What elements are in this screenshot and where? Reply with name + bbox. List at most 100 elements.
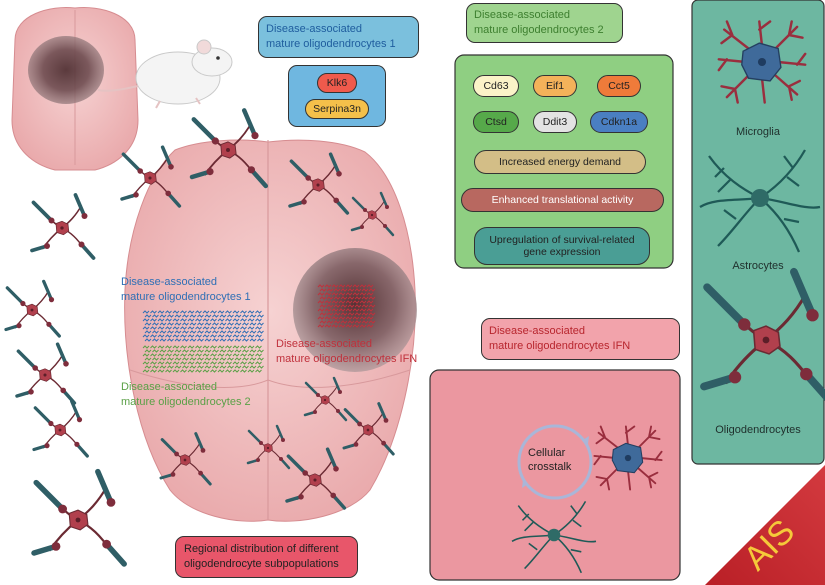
dom1-mark — [212, 338, 219, 342]
regional-distribution-box: Regional distribution of different oligo… — [175, 536, 358, 578]
dom2-mark — [210, 361, 217, 365]
ifn-mark — [340, 304, 348, 308]
dom2-mark — [152, 357, 159, 361]
dom2-mark — [204, 349, 212, 353]
dom2-mark — [249, 365, 257, 369]
dom2-mark — [189, 349, 197, 353]
dom1-mark — [142, 310, 150, 314]
dom1-mark — [210, 310, 217, 314]
dom1-mark — [152, 322, 159, 326]
dom2-mark — [247, 369, 255, 373]
dom2-mark — [197, 349, 204, 353]
dom1-mark — [180, 318, 187, 322]
ifn-mark — [331, 292, 339, 296]
dom2-mark — [187, 361, 195, 365]
ifn-mark — [359, 284, 367, 288]
dom2-mark — [165, 361, 172, 365]
dom1-mark — [189, 338, 197, 342]
dom1-mark — [167, 338, 174, 342]
dom2-mark — [232, 369, 240, 373]
ifn-mark — [324, 284, 332, 288]
dom1-mark — [144, 314, 152, 318]
ifn-mark — [333, 320, 341, 324]
ifn-mark — [333, 288, 341, 292]
dom2-mark — [227, 357, 234, 361]
ifn-mark — [366, 292, 374, 296]
dom1-mark — [165, 318, 172, 322]
dom2-mark — [240, 345, 247, 349]
dom2-mark — [247, 361, 255, 365]
ifn-title-line1: Disease-associated — [489, 325, 585, 337]
ifn-mark — [361, 304, 369, 308]
dom1-mark — [234, 338, 242, 342]
dom2-mark — [232, 353, 240, 357]
cell-label-oligodendrocytes: Oligodendrocytes — [715, 424, 801, 436]
ifn-mark — [324, 292, 332, 296]
dom1-mark — [210, 334, 217, 338]
dom1-mark — [217, 334, 225, 338]
dom1-mark — [240, 310, 247, 314]
dom2-title-line2: mature oligodendrocytes 2 — [474, 24, 604, 36]
ifn-title-box: Disease-associated mature oligodendrocyt… — [481, 318, 680, 360]
ifn-mark — [366, 316, 374, 320]
dom1-mark — [150, 318, 157, 322]
dom2-mark — [182, 349, 189, 353]
dom2-mark — [150, 369, 157, 373]
dom2-mark — [150, 345, 157, 349]
dom1-mark — [227, 330, 234, 334]
dom2-mark — [225, 353, 232, 357]
dom2-mark — [202, 345, 210, 349]
dom2-mark — [189, 357, 197, 361]
dom1-mark — [225, 334, 232, 338]
gene-cdkn1a: Cdkn1a — [590, 111, 648, 133]
dom1-mark — [240, 318, 247, 322]
feature-survival-genes: Upregulation of survival-related gene ex… — [474, 227, 650, 265]
ifn-mark — [324, 300, 332, 304]
ifn-mark — [352, 300, 360, 304]
dom2-mark — [240, 361, 247, 365]
ifn-mark — [340, 296, 348, 300]
dom2-mark — [225, 369, 232, 373]
ifn-mark — [331, 324, 339, 328]
dom2-mark — [165, 345, 172, 349]
ifn-mark — [352, 324, 360, 328]
dom2-mark — [202, 353, 210, 357]
dom2-mark — [180, 369, 187, 373]
cell-label-microglia: Microglia — [735, 126, 780, 138]
crosstalk-panel — [429, 369, 681, 581]
dom2-mark — [242, 365, 249, 369]
dom2-mark — [225, 345, 232, 349]
ifn-mark — [317, 324, 325, 328]
dom2-mark — [240, 369, 247, 373]
dom1-mark — [195, 326, 202, 330]
dom1-mark — [180, 310, 187, 314]
dom2-mark — [219, 357, 227, 361]
dom1-mark — [144, 338, 152, 342]
dom2-mark — [242, 357, 249, 361]
dom1-mark — [187, 334, 195, 338]
dom1-mark — [257, 338, 264, 342]
dom2-mark — [240, 353, 247, 357]
ifn-mark — [319, 304, 327, 308]
dom2-mark — [247, 353, 255, 357]
dom1-mark — [225, 326, 232, 330]
dom2-mark — [219, 349, 227, 353]
dom2-mark — [165, 353, 172, 357]
dom2-mark — [157, 353, 165, 357]
ifn-mark — [345, 292, 353, 296]
dom2-mark — [152, 349, 159, 353]
dom1-mark — [247, 334, 255, 338]
dom1-mark — [212, 314, 219, 318]
dom2-mark — [197, 365, 204, 369]
dom2-mark — [172, 353, 180, 357]
dom2-region-marks — [142, 345, 264, 373]
dom1-title-line2: mature oligodendrocytes 1 — [266, 38, 396, 50]
dom1-mark — [249, 330, 257, 334]
ifn-mark — [319, 312, 327, 316]
dom1-mark — [202, 334, 210, 338]
dom1-mark — [202, 310, 210, 314]
dom2-mark — [204, 365, 212, 369]
dom1-mark — [142, 326, 150, 330]
dom1-mark — [204, 314, 212, 318]
dom1-mark — [202, 318, 210, 322]
